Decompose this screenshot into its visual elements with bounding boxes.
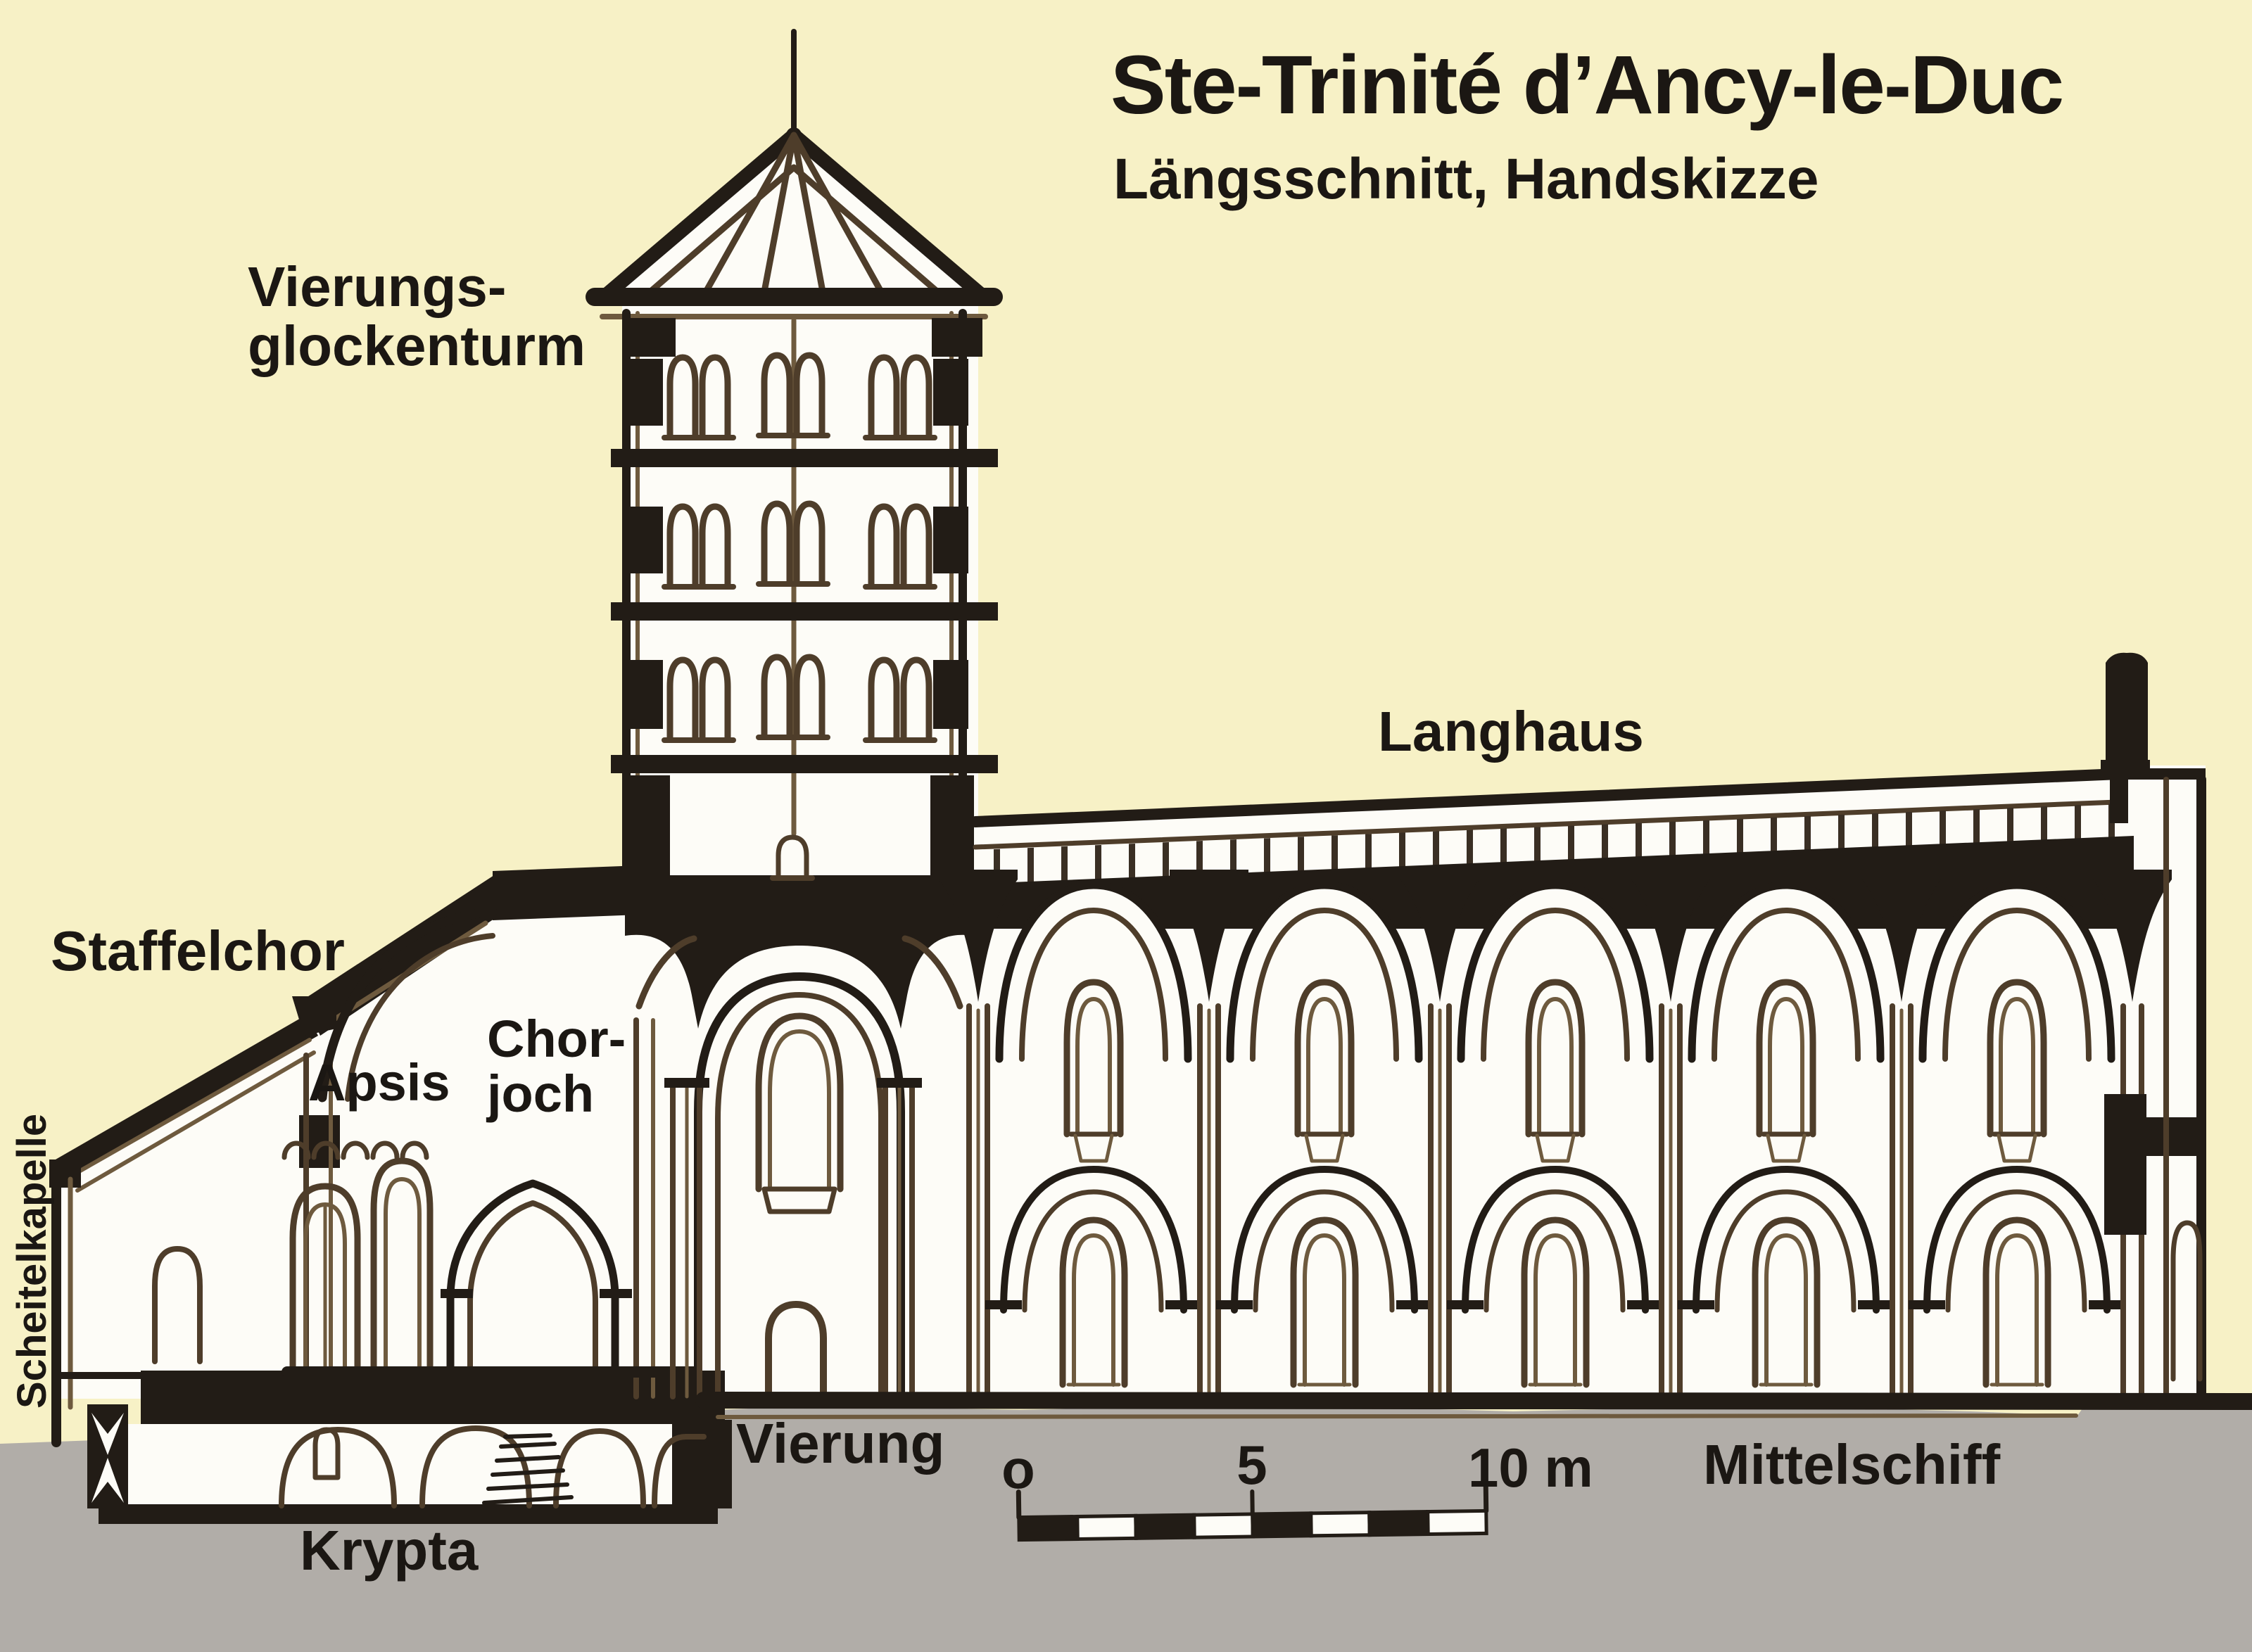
crypt <box>87 1371 732 1524</box>
crypt-stairs <box>482 1433 574 1505</box>
label-scheitelkapelle: Scheitelkapelle <box>9 1113 55 1409</box>
label-apsis: Apsis <box>308 1053 450 1112</box>
scale-label-ten-meters: 10 m <box>1468 1437 1593 1499</box>
crossing-bell-tower <box>586 29 1003 880</box>
nave <box>695 652 2252 1419</box>
west-end-wall <box>2101 652 2206 1404</box>
label-langhaus: Langhaus <box>1378 700 1644 763</box>
scale-label-zero: o <box>1001 1438 1035 1500</box>
label-staffelchor: Staffelchor <box>51 920 345 982</box>
label-vierung: Vierung <box>736 1412 945 1475</box>
page-title: Ste-Trinité d’Ancy-le-Duc <box>1111 39 2064 132</box>
page-subtitle: Längsschnitt, Handskizze <box>1113 147 1819 211</box>
chorjoch <box>282 1017 702 1399</box>
crossing <box>625 834 974 1401</box>
label-krypta: Krypta <box>300 1519 479 1582</box>
scale-label-five: 5 <box>1236 1434 1267 1496</box>
scale-bar <box>1016 1482 1489 1542</box>
apse <box>282 907 498 1375</box>
label-chorjoch: Chor- joch <box>487 1010 626 1123</box>
label-mittelschiff: Mittelschiff <box>1703 1433 2001 1496</box>
label-vierungsglockenturm: Vierungs- glockenturm <box>248 255 586 377</box>
